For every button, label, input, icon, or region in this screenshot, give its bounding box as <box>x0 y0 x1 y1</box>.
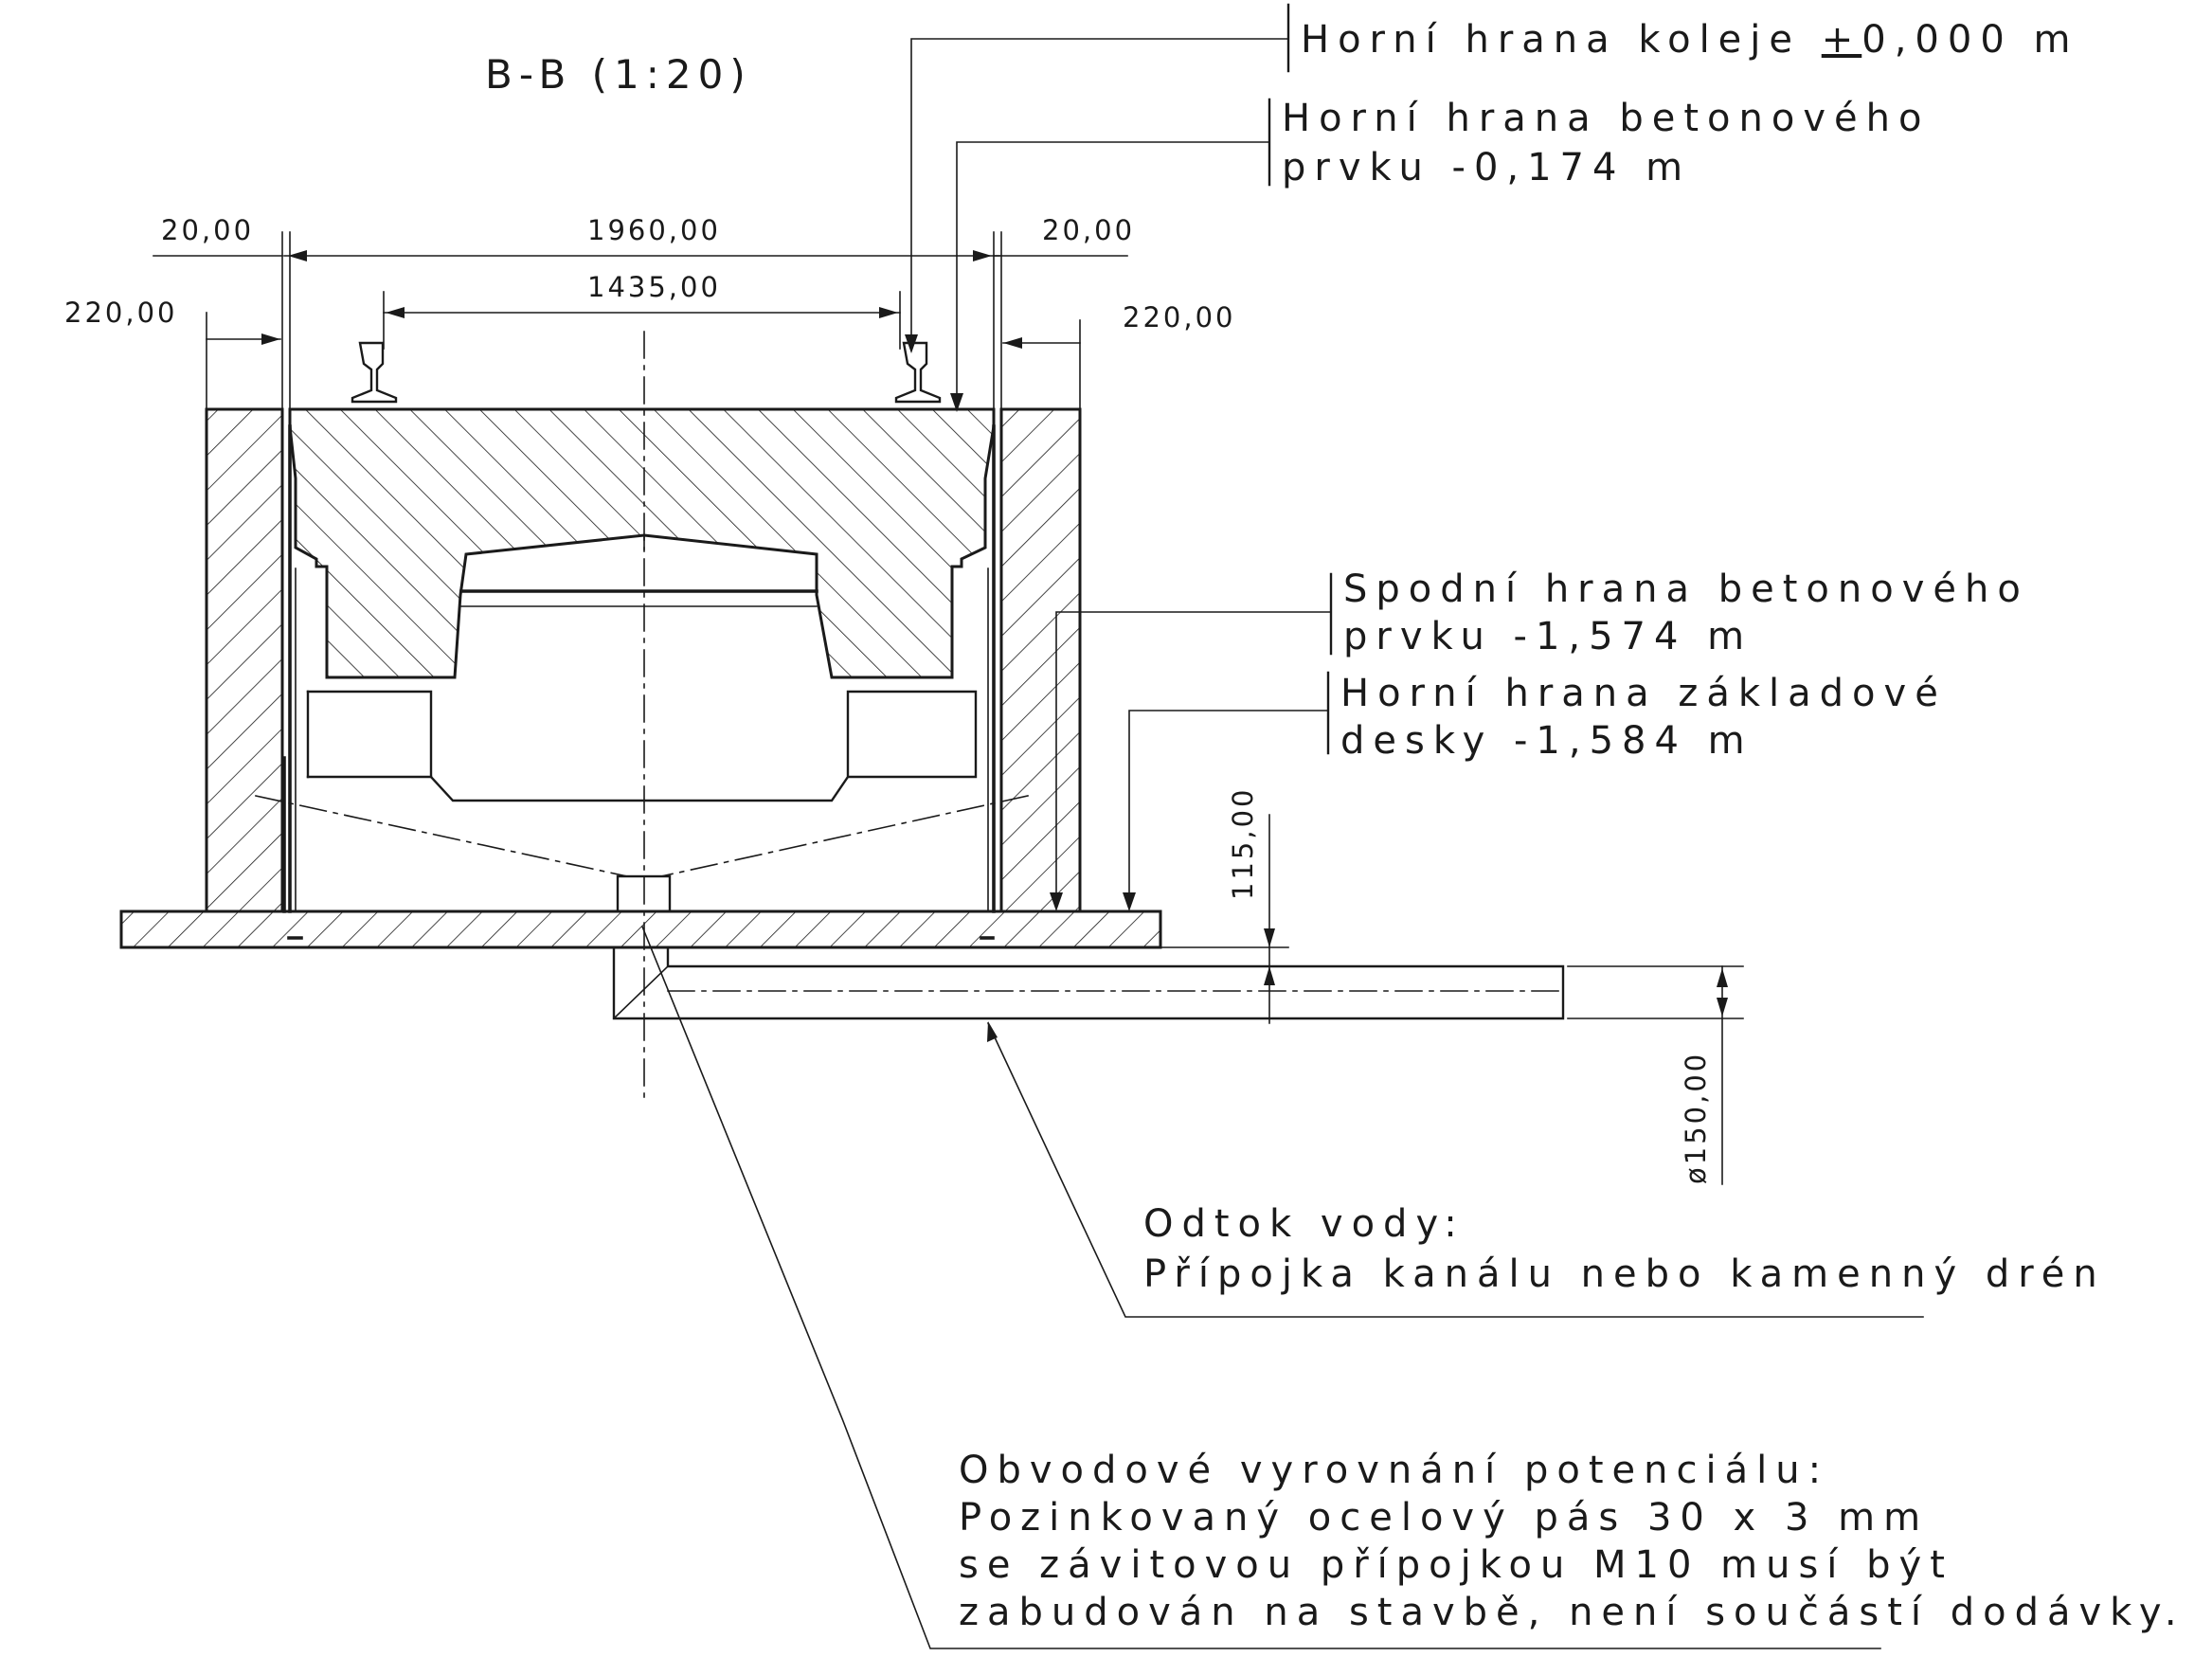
dim-1435 <box>383 291 901 350</box>
rail-right <box>894 341 942 404</box>
label-rail-top: Horní hrana koleje +0,000 m <box>1301 18 2078 62</box>
dim-1960 <box>283 250 1000 261</box>
right-wall <box>999 407 1082 913</box>
dim-20-right <box>993 231 1128 410</box>
section-title: B-B (1:20) <box>485 51 752 98</box>
drain-note-2: Přípojka kanálu nebo kamenný drén <box>1143 1252 2106 1296</box>
rail-left <box>351 341 398 404</box>
label-element-top-2: prvku -0,174 m <box>1282 146 1691 189</box>
leader-element-bottom <box>1050 572 1333 911</box>
dim-220-left-label: 220,00 <box>64 297 177 329</box>
drain-note-1: Odtok vody: <box>1143 1202 1466 1246</box>
bonding-note-3: se závitovou přípojkou M10 musí být <box>959 1543 1953 1587</box>
label-element-top-1: Horní hrana betonového <box>1282 97 1930 140</box>
bonding-note-4: zabudován na stavbě, není součástí dodáv… <box>959 1591 2185 1634</box>
dim-220-right <box>1002 319 1081 410</box>
dim-20-left-label: 20,00 <box>161 214 254 246</box>
leader-bonding <box>640 925 1881 1649</box>
dim-150 <box>1567 965 1744 1185</box>
bonding-note-2: Pozinkovaný ocelový pás 30 x 3 mm <box>959 1496 1929 1540</box>
leader-drain <box>986 1021 1924 1318</box>
label-slab-top-1: Horní hrana základové <box>1340 672 1947 715</box>
drain-pipe <box>612 946 1565 1020</box>
dim-115 <box>1160 814 1289 1024</box>
left-wall <box>205 407 284 913</box>
dim-20-right-label: 20,00 <box>1042 214 1135 246</box>
label-element-bottom-1: Spodní hrana betonového <box>1343 567 2029 611</box>
leader-slab-top <box>1123 671 1330 911</box>
label-slab-top-2: desky -1,584 m <box>1340 719 1753 763</box>
dim-20-left <box>153 231 291 410</box>
dim-150-label: ø150,00 <box>1680 1052 1712 1184</box>
base-slab <box>119 910 1162 949</box>
label-element-bottom-2: prvku -1,574 m <box>1343 615 1753 658</box>
bonding-note-1: Obvodové vyrovnání potenciálu: <box>959 1449 1829 1492</box>
leader-element-top <box>950 98 1271 412</box>
dim-115-label: 115,00 <box>1227 787 1259 900</box>
element-top-slab <box>288 407 996 679</box>
dim-1435-label: 1435,00 <box>587 271 721 303</box>
inner-body-left <box>306 690 978 802</box>
dim-220-right-label: 220,00 <box>1123 301 1235 333</box>
dim-220-left <box>206 312 281 410</box>
dim-1960-label: 1960,00 <box>587 214 721 246</box>
